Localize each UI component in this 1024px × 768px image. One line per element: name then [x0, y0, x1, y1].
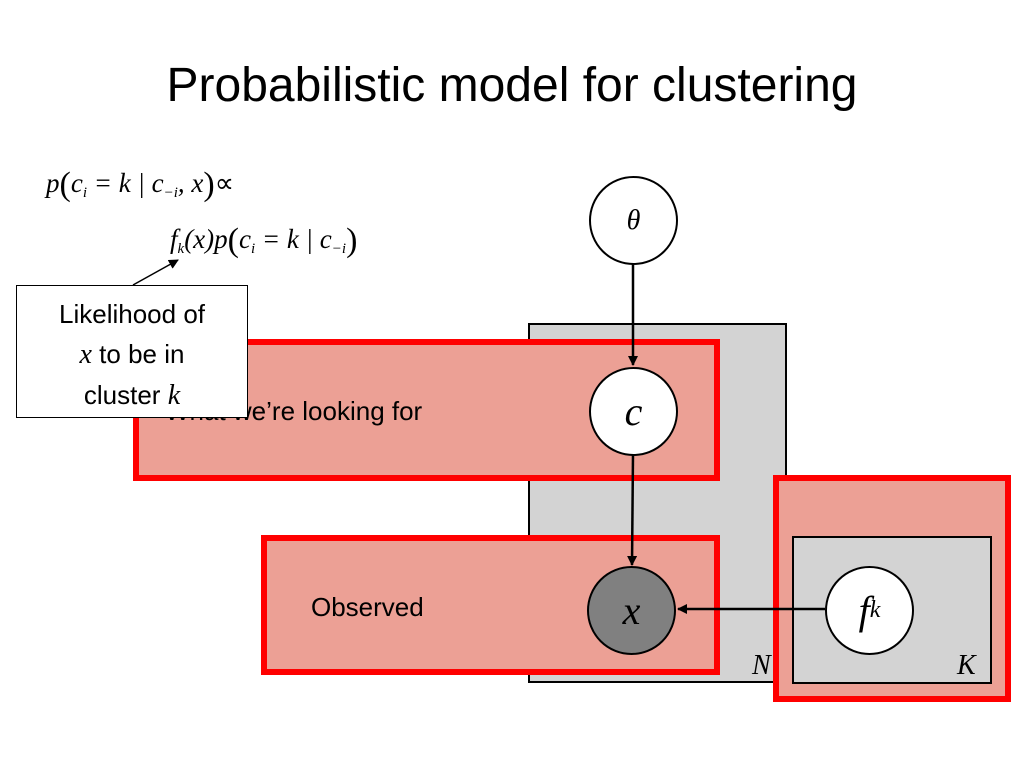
eq2-x: (x)p	[184, 224, 228, 254]
f-symbol: f	[858, 588, 870, 633]
eq2-c: c	[238, 224, 251, 254]
c-node: c	[589, 367, 678, 456]
theta-node: θ	[589, 176, 678, 265]
callout-var-k: k	[167, 380, 181, 411]
edge-c-to-x	[627, 453, 638, 566]
eq2-sub-k: k	[177, 241, 185, 257]
callout-line-2: x to be in	[17, 334, 247, 375]
theta-symbol: θ	[626, 204, 641, 236]
c-symbol: c	[624, 389, 643, 434]
equation-line-1: p(ci = k | c−i, x)∝	[46, 166, 235, 203]
eq1-c: c	[70, 168, 83, 198]
eq2-eq: = k |	[255, 224, 320, 254]
callout-line-3: cluster k	[17, 375, 247, 416]
eq1-p: p	[46, 168, 60, 198]
equation-line-2: fk(x)p(ci = k | c−i)	[170, 222, 358, 259]
callout-pointer	[132, 259, 179, 286]
eq2-f: f	[170, 224, 178, 254]
callout-line-1: Likelihood of	[59, 299, 205, 329]
eq1-proportional: ∝	[214, 168, 235, 198]
f-subscript-k: k	[869, 597, 881, 623]
plate-k-label: K	[957, 650, 976, 681]
callout-line-3-text: cluster	[83, 380, 168, 410]
eq1-eq: = k |	[86, 168, 152, 198]
callout-line-2-text: to be in	[91, 339, 185, 369]
eq2-sub-i: i	[250, 241, 256, 257]
x-node-observed: x	[587, 566, 676, 655]
eq1-sub-minus-i: −i	[163, 185, 178, 201]
eq1-c2: c	[151, 168, 164, 198]
observed-label: Observed	[311, 592, 424, 622]
x-symbol: x	[622, 588, 641, 633]
eq1-x: , x	[177, 168, 204, 198]
eq1-sub-i: i	[82, 185, 87, 201]
slide-title: Probabilistic model for clustering	[166, 59, 858, 112]
eq2-sub-minus-i: −i	[331, 241, 347, 257]
plate-n-label: N	[752, 650, 771, 681]
eq2-c2: c	[319, 224, 332, 254]
likelihood-callout: Likelihood of x to be in cluster k	[16, 285, 248, 418]
callout-var-x: x	[79, 339, 92, 370]
